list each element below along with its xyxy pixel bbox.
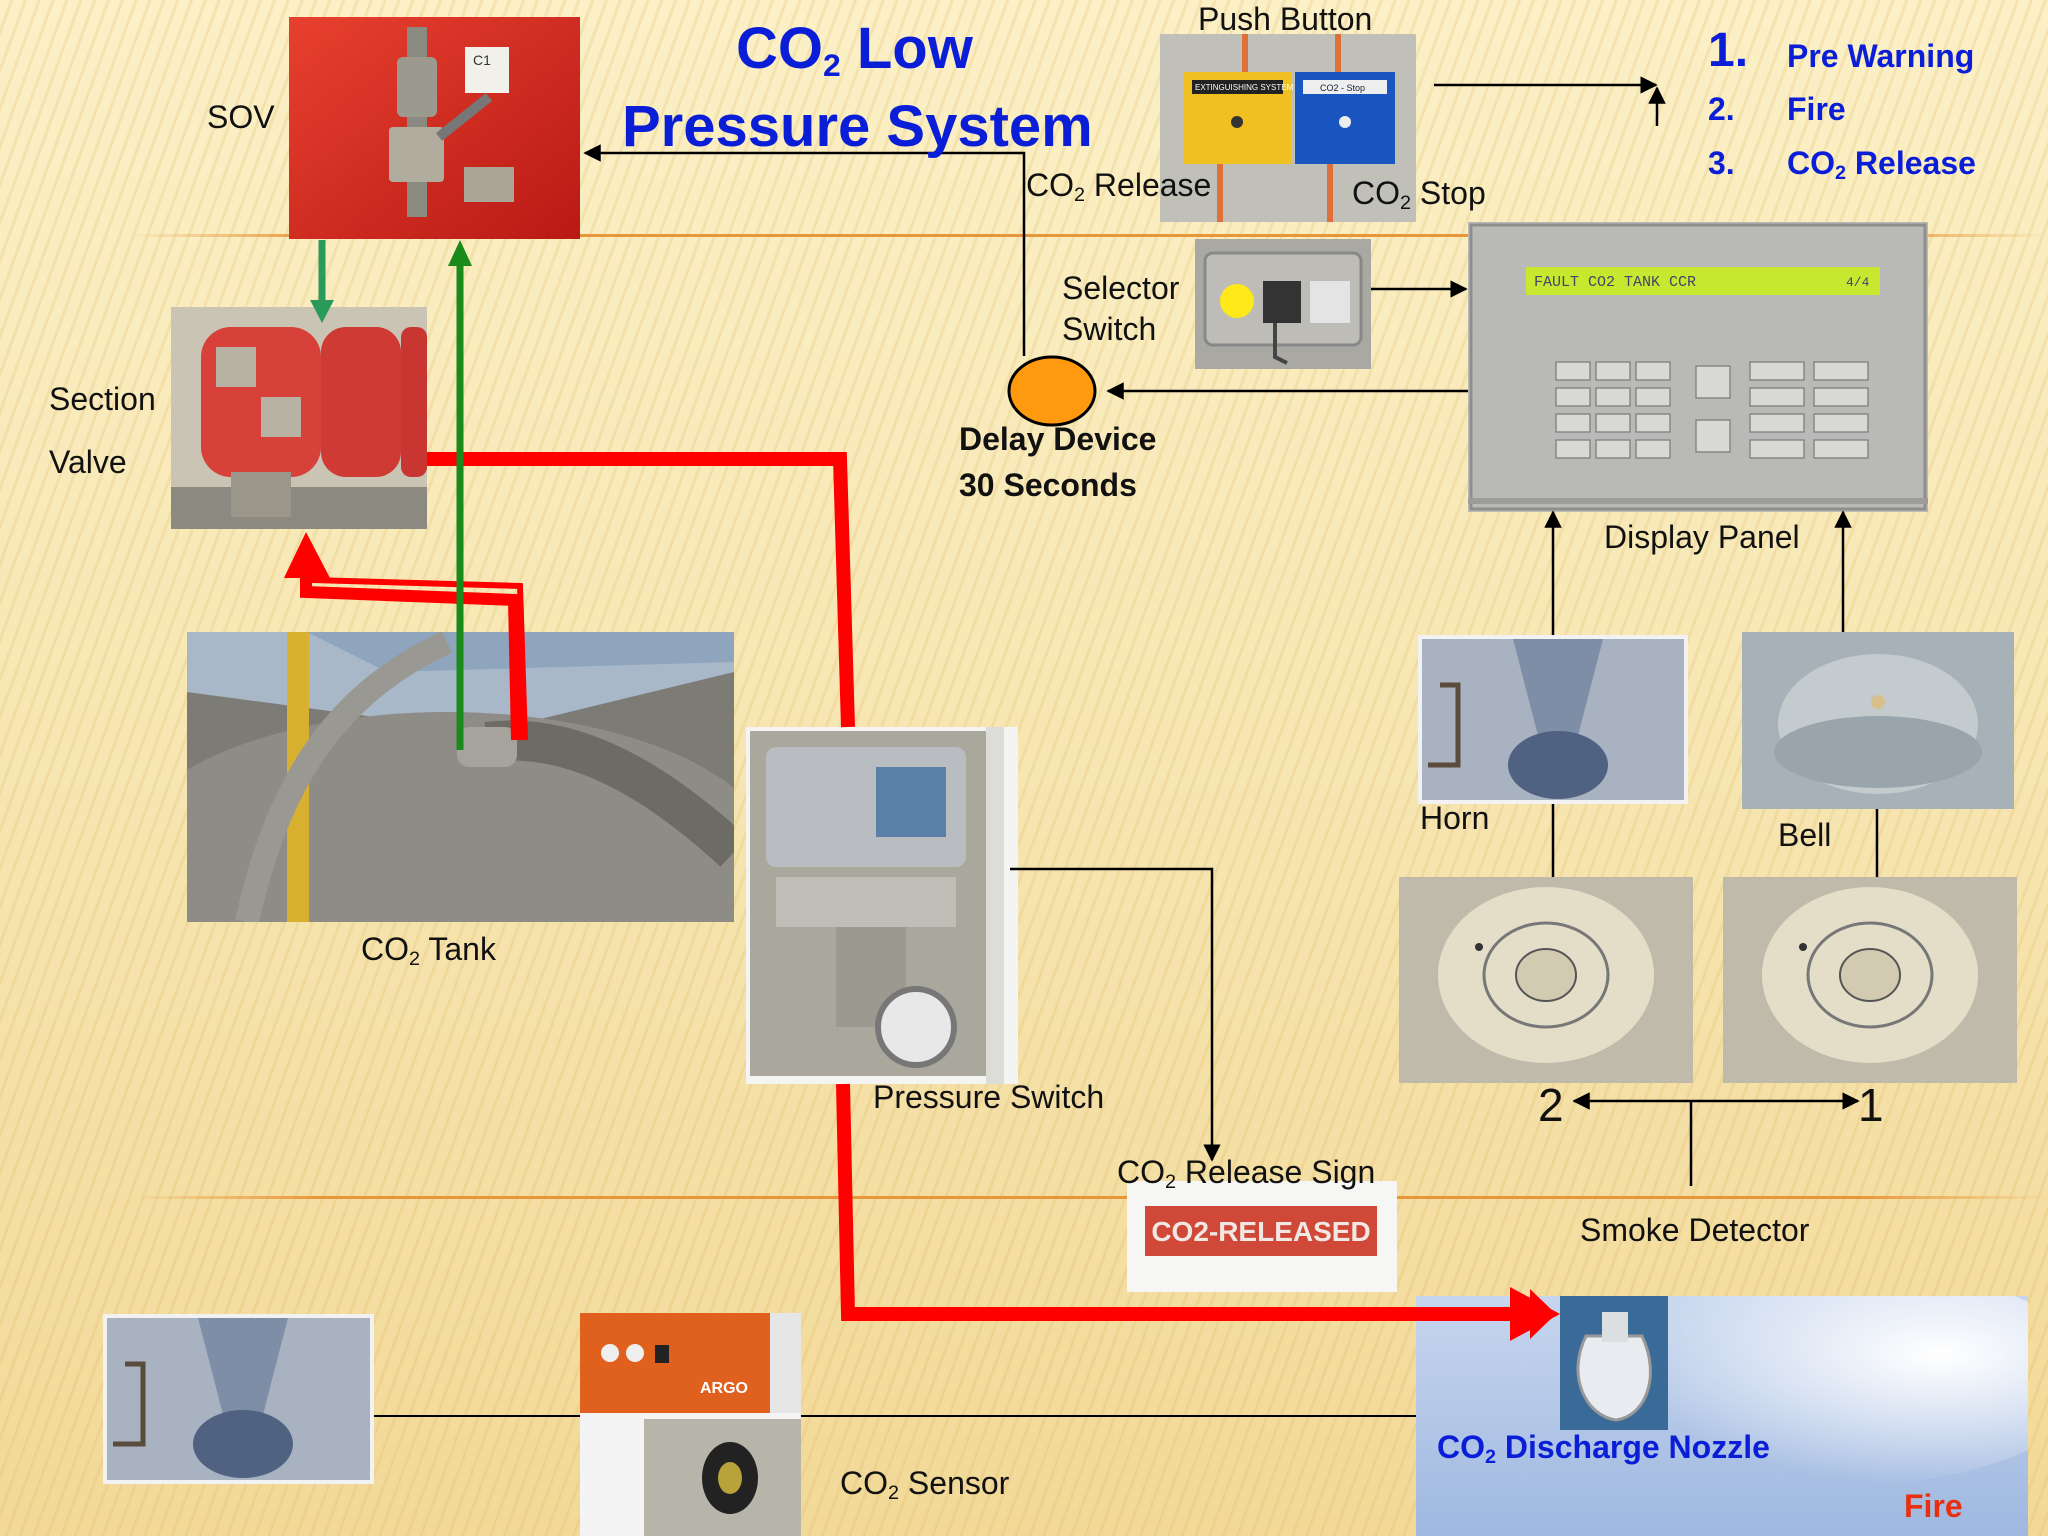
smoke-detector-2-photo (1399, 877, 1693, 1083)
seq-text-1: Pre Warning (1787, 38, 1975, 74)
seq-text-3: CO2 Release (1787, 145, 1976, 184)
sov-photo: C1 (289, 17, 580, 239)
label-section-line2: Valve (49, 444, 127, 480)
title-line2: Pressure System (622, 94, 1093, 159)
label-co2-stop: CO2 Stop (1352, 175, 1486, 214)
co2-sensor-photo: ARGO (580, 1313, 801, 1536)
label-fire: Fire (1904, 1488, 1963, 1524)
pressure-switch-photo (746, 727, 1018, 1084)
smoke-detector-1-photo (1723, 877, 2017, 1083)
label-selector-line1: Selector (1062, 270, 1180, 306)
seq-num-3: 3. (1708, 145, 1735, 181)
seq-num-2: 2. (1708, 91, 1735, 127)
label-pressure-switch: Pressure Switch (873, 1079, 1105, 1115)
release-sign-photo: CO2-RELEASED (1127, 1181, 1397, 1292)
release-sign-text: CO2-RELEASED (1151, 1216, 1370, 1247)
label-delay-line1: Delay Device (959, 421, 1157, 457)
section-valve-photo (171, 307, 427, 529)
label-discharge-nozzle: CO2 Discharge Nozzle (1437, 1429, 1770, 1468)
red-pipe-switch-to-nozzle (836, 1083, 1530, 1321)
red-arrowhead-section (284, 532, 330, 578)
green-arrowhead-section (310, 300, 334, 323)
label-co2-sensor: CO2 Sensor (840, 1465, 1010, 1504)
red-pipe-tank-to-section-2 (311, 577, 528, 741)
bell-photo (1742, 632, 2014, 809)
label-selector-line2: Switch (1062, 311, 1157, 347)
label-release-sign: CO2 Release Sign (1117, 1154, 1376, 1193)
label-delay-line2: 30 Seconds (959, 467, 1137, 503)
delay-device-icon (1007, 355, 1097, 427)
label-section-line1: Section (49, 381, 156, 417)
label-detector-1: 1 (1858, 1079, 1884, 1131)
red-pipe-tank-to-section (300, 575, 523, 741)
display-page-text: 4/4 (1846, 275, 1870, 290)
label-display-panel: Display Panel (1604, 519, 1800, 555)
red-arrowhead-nozzle (1510, 1287, 1560, 1341)
display-screen-text: FAULT CO2 TANK CCR (1534, 274, 1696, 291)
title-line1: CO2 Low (736, 16, 973, 83)
bottom-horn-photo (103, 1314, 374, 1484)
sensor-brand-text: ARGO (700, 1380, 748, 1397)
divider-top (130, 234, 2048, 237)
red-pipe-section-to-switch (427, 452, 855, 728)
yellow-box-text: EXTINGUISHING SYSTEM (1195, 83, 1294, 92)
label-push-button: Push Button (1198, 1, 1373, 37)
push-button-photo: EXTINGUISHING SYSTEM CO2 - Stop (1160, 34, 1416, 222)
horn-photo (1418, 635, 1688, 804)
line-delay-to-sov (583, 144, 1026, 356)
label-smoke-detector: Smoke Detector (1580, 1212, 1810, 1248)
label-horn: Horn (1420, 800, 1490, 836)
seq-num-1: 1. (1708, 24, 1749, 77)
label-co2-release: CO2 Release (1026, 167, 1212, 206)
label-sov: SOV (207, 99, 275, 135)
label-co2-tank: CO2 Tank (361, 931, 496, 970)
label-detector-2: 2 (1538, 1079, 1564, 1131)
line-switch-to-sign (1010, 867, 1221, 1162)
selector-switch-photo (1195, 239, 1371, 369)
green-arrowhead-sov (448, 240, 472, 266)
divider-bottom (130, 1196, 2048, 1199)
display-panel-photo: FAULT CO2 TANK CCR 4/4 (1468, 222, 1928, 512)
seq-text-2: Fire (1787, 91, 1846, 127)
sov-tag-text: C1 (473, 52, 491, 68)
label-bell: Bell (1778, 817, 1832, 853)
blue-box-text: CO2 - Stop (1320, 83, 1365, 93)
